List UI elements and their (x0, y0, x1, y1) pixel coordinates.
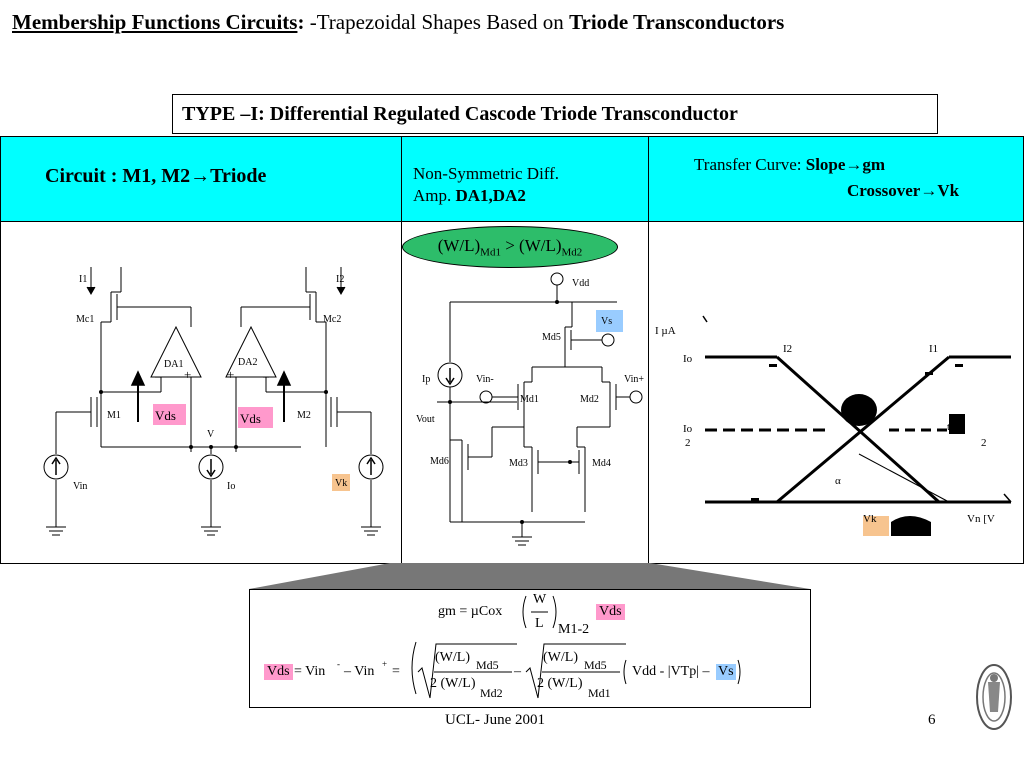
label-md5: Md5 (542, 332, 561, 343)
title-bold: Triode Transconductors (569, 10, 785, 34)
vds-right: Vds (240, 411, 261, 426)
wl-gt: > (500, 236, 520, 255)
da2-minus: – (262, 369, 270, 383)
footer-text: UCL- June 2001 (445, 712, 545, 728)
f-vds-lhs: Vds (264, 664, 293, 680)
f-minus-vin: – Vin (344, 664, 375, 679)
label-I2: I2 (336, 274, 344, 285)
f-vds-eq: = Vin (294, 664, 326, 679)
label-md1: Md1 (520, 394, 539, 405)
diff-amp-cell: Vdd Vs Md5 Ip Vin- Vin+ Md1 Md2 Vout Md6… (401, 221, 649, 564)
da1-plus: + (184, 367, 191, 382)
f-eq: = (392, 664, 400, 679)
f-md1: Md1 (588, 686, 611, 700)
header-diff-amp-label: Non-Symmetric Diff. Amp. DA1,DA2 (413, 163, 559, 207)
label-I1: I1 (79, 274, 87, 285)
f-md5-b: Md5 (584, 658, 607, 672)
title-main: Membership Functions Circuits (12, 10, 298, 34)
f-mid-minus: – (514, 664, 521, 679)
tc-i1: I1 (929, 343, 938, 355)
f-l: L (535, 616, 544, 631)
transfer-line2: Crossover→Vk (847, 181, 960, 200)
label-Vin: Vin (73, 481, 87, 492)
f-w: W (533, 592, 547, 607)
title-colon: : (297, 10, 305, 34)
da1-minus: – (154, 369, 162, 383)
diff-amp-diagram: Vdd Vs Md5 Ip Vin- Vin+ Md1 Md2 Vout Md6… (416, 272, 644, 546)
label-Vk: Vk (335, 478, 347, 489)
da2-plus: + (227, 367, 234, 382)
label-Io: Io (227, 481, 235, 492)
label-Mc2: Mc2 (323, 314, 341, 325)
formula-drawing (411, 595, 741, 699)
university-seal-icon (976, 664, 1012, 730)
tc-tan: tα = (947, 421, 965, 433)
transfer-line1b: Slope→gm (805, 155, 886, 174)
f-md2: Md2 (480, 686, 503, 700)
tc-io-half-bot: 2 (685, 437, 691, 449)
label-V: V (207, 429, 215, 440)
formula-box: gm = µCox W L M1-2 Vds Vds = Vin - – Vin… (249, 589, 811, 708)
label-md6: Md6 (430, 456, 449, 467)
diff-amp-line2a: Amp. (413, 186, 456, 205)
f-sup-minus: - (337, 659, 340, 669)
tc-io: Io (683, 353, 693, 365)
diff-amp-line2b: DA1,DA2 (455, 186, 526, 205)
type-box: TYPE –I: Differential Regulated Cascode … (172, 94, 938, 134)
wl-sub1: Md1 (480, 246, 501, 259)
label-Mc1: Mc1 (76, 314, 94, 325)
tc-xlabel: Vn [V (967, 513, 995, 525)
label-md3: Md3 (509, 458, 528, 469)
title-sub: Trapezoidal Shapes Based on (316, 10, 570, 34)
label-DA2: DA2 (238, 357, 257, 368)
f-md5-a: Md5 (476, 658, 499, 672)
f-sup-plus: + (382, 659, 388, 669)
tc-i2: I2 (783, 343, 792, 355)
diff-amp-line1: Non-Symmetric Diff. (413, 164, 560, 183)
label-vout: Vout (416, 414, 435, 425)
f-m12: M1-2 (558, 622, 590, 637)
wl-a: (W/L) (437, 236, 481, 255)
transfer-curve-plot: I µA Io Io 2 I2 I1 tα = 2 α Vk Vn [V (655, 315, 1012, 536)
f-vdd-part: Vdd - |VTp| – (632, 664, 710, 679)
vds-left: Vds (155, 408, 176, 423)
f-wl5-a: (W/L) (435, 650, 470, 665)
circuit-diagram: I1 I2 Mc1 Mc2 DA1 DA2 M1 M2 V Vin Io Vk … (43, 267, 384, 536)
tc-io-half-top: Io (683, 423, 693, 435)
content-table: Circuit : M1, M2→Triode Non-Symmetric Di… (0, 136, 1024, 564)
label-md4: Md4 (592, 458, 611, 469)
header-circuit-label: Circuit : M1, M2→Triode (45, 165, 267, 187)
label-vdd: Vdd (572, 278, 589, 289)
transfer-line1a: Transfer Curve: (694, 155, 806, 174)
label-vin-minus: Vin- (476, 374, 494, 385)
tc-alpha: α (835, 475, 841, 487)
header-transfer: Transfer Curve: Slope→gm Crossover→Vk (648, 136, 1024, 222)
f-gm: gm = µCox (438, 604, 503, 619)
label-ip: Ip (422, 374, 430, 385)
tc-ylabel: I µA (655, 325, 676, 337)
tc-vk: Vk (863, 513, 877, 525)
wl-sub2: Md2 (561, 246, 583, 259)
f-vs: Vs (716, 664, 736, 680)
f-wl5-b: (W/L) (543, 650, 578, 665)
wl-ratio-oval: (W/L)Md1 > (W/L)Md2 (402, 226, 618, 268)
wl-b: (W/L) (519, 236, 562, 255)
transfer-line1: Transfer Curve: Slope→gm (694, 155, 885, 175)
f-2wl-b: 2 (W/L) (537, 676, 583, 691)
f-2wl-a: 2 (W/L) (430, 676, 476, 691)
label-vs: Vs (601, 316, 612, 327)
label-M1: M1 (107, 410, 121, 421)
label-M2: M2 (297, 410, 311, 421)
header-circuit: Circuit : M1, M2→Triode (0, 136, 402, 222)
label-DA1: DA1 (164, 359, 183, 370)
label-md2: Md2 (580, 394, 599, 405)
f-vds-pink: Vds (596, 604, 625, 620)
label-vin-plus: Vin+ (624, 374, 644, 385)
tc-tan-den: 2 (981, 437, 987, 449)
page-number: 6 (928, 712, 936, 728)
slide-title: Membership Functions Circuits: -Trapezoi… (12, 10, 784, 35)
title-dash: - (304, 10, 317, 34)
header-diff-amp: Non-Symmetric Diff. Amp. DA1,DA2 (401, 136, 649, 222)
